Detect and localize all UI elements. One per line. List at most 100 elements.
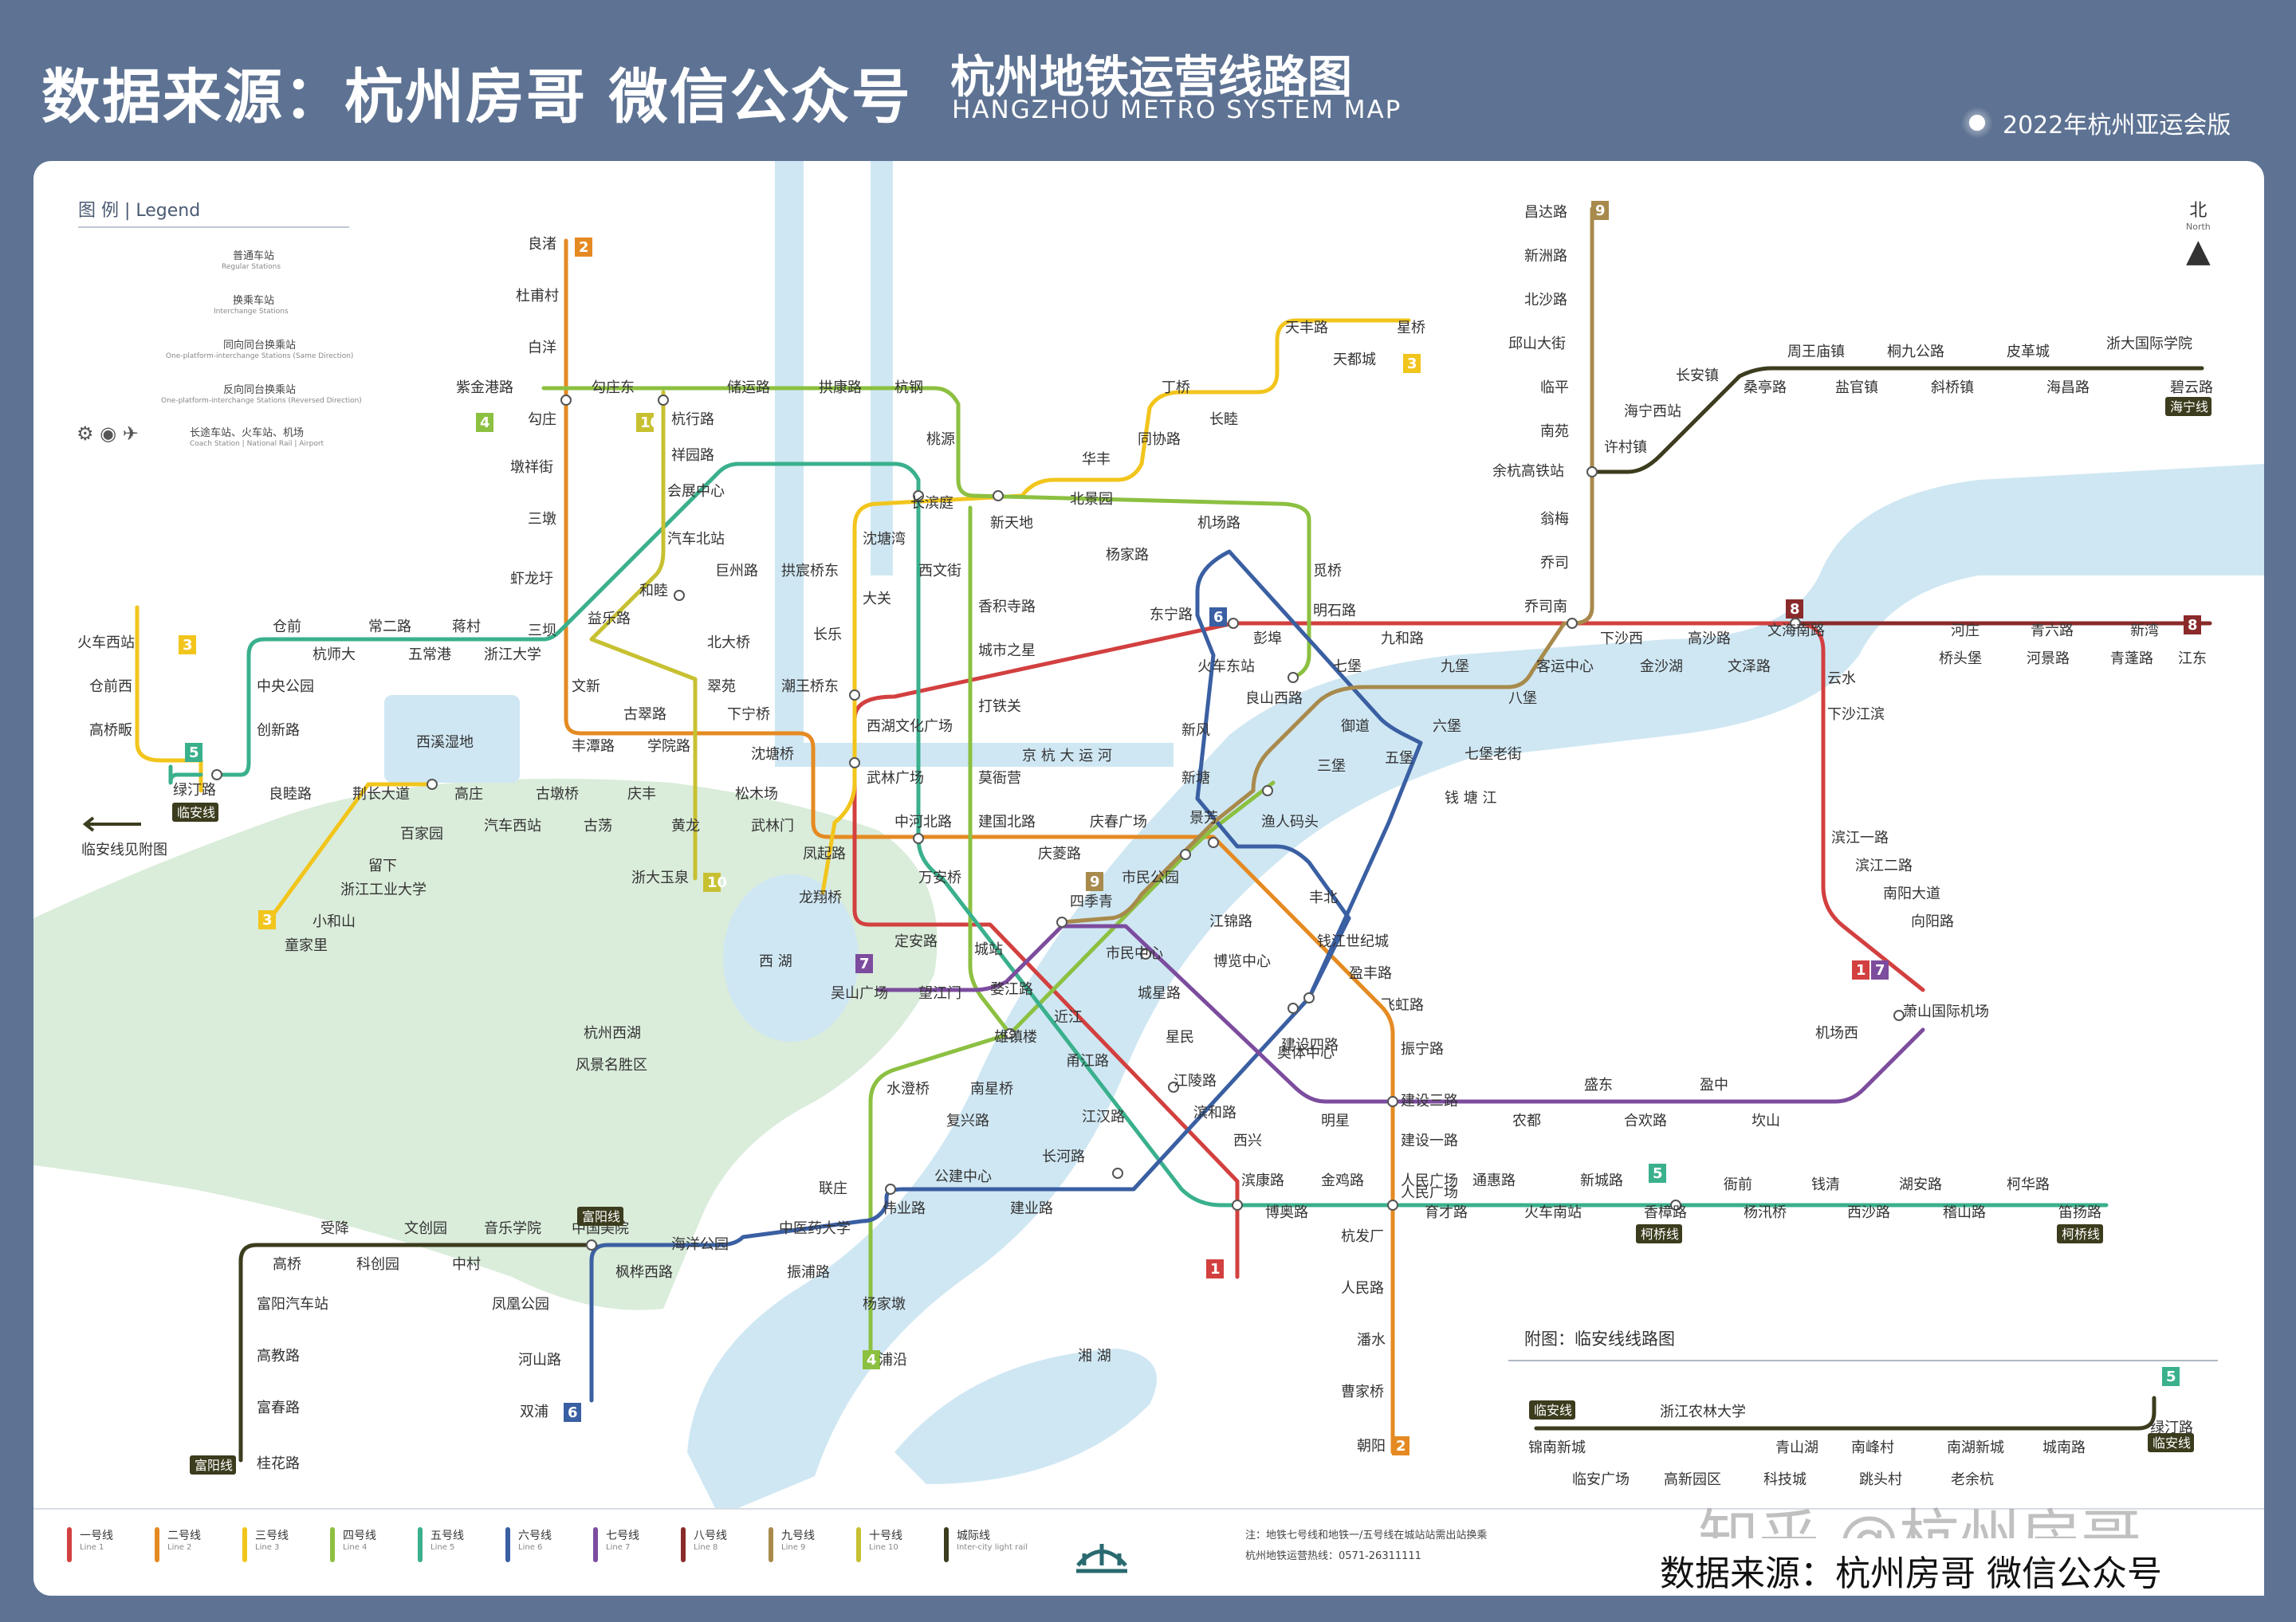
- xianghu-lake: [894, 1349, 1157, 1484]
- station-label: 稽山路: [1943, 1204, 1986, 1221]
- station-label: 浙大玉泉: [631, 870, 689, 886]
- station-label: 长安镇: [1676, 367, 1719, 384]
- station-label: 江锦路: [1209, 913, 1252, 930]
- station-label: 乔司: [1540, 555, 1569, 571]
- station-label: 客运中心: [1536, 658, 1594, 675]
- station-label: 高庄: [454, 786, 483, 803]
- legend-title: 图 例 | Legend: [78, 201, 201, 221]
- line-10: [589, 390, 698, 881]
- station-label: 建业路: [1010, 1200, 1053, 1217]
- line-2: [564, 238, 1395, 1455]
- station-label: 九和路: [1381, 630, 1424, 647]
- station-label: 桃源: [926, 431, 955, 448]
- station-label: 科创园: [356, 1256, 399, 1273]
- station-label: 杨汛桥: [1744, 1204, 1787, 1221]
- station-label: 八堡: [1508, 690, 1537, 707]
- station-label: 青蓬路: [2110, 650, 2153, 667]
- station-label: 三堡: [1317, 758, 1346, 775]
- station-label: 坎山: [1751, 1113, 1780, 1129]
- station-label: 长河路: [1042, 1149, 1085, 1165]
- svg-text:2: 2: [1396, 1438, 1406, 1455]
- linan-note: 临安线见附图: [81, 842, 167, 858]
- station-label: 河山路: [518, 1352, 561, 1369]
- station-label: 拱康路: [819, 379, 862, 396]
- station-label: 墩祥街: [510, 459, 553, 476]
- line-7: [876, 924, 1925, 1104]
- station-label: 潮王桥东: [781, 678, 839, 695]
- station-label: 文海南路: [1767, 622, 1825, 639]
- station-label: 虾龙圩: [510, 571, 553, 587]
- station-label: 江汉路: [1082, 1109, 1125, 1125]
- area-xihu: 西 湖: [759, 953, 792, 970]
- station-label: 五常港: [408, 646, 451, 663]
- station-label: 钱江世纪城: [1317, 933, 1389, 950]
- station-label: 科技城: [1763, 1471, 1807, 1488]
- station-label: 河庄: [1951, 622, 1980, 639]
- station-label: 御道: [1341, 718, 1370, 735]
- legend-regular: 普通车站: [233, 250, 275, 262]
- station-label: 杭师大: [313, 646, 356, 663]
- station-label: 人民路: [1341, 1280, 1384, 1297]
- station-label: 斜桥镇: [1931, 379, 1974, 396]
- station-label: 九堡: [1441, 658, 1469, 675]
- legend-reverse-dir-en: One-platform-interchange Stations (Rever…: [161, 397, 362, 405]
- line-name-tags: 临安线 富阳线 富阳线 海宁线 柯桥线 柯桥线 临安线 临安线: [172, 397, 2211, 1475]
- station-label: 朝阳: [1357, 1438, 1386, 1455]
- station-label: 昌达路: [1524, 204, 1567, 221]
- source-title: 数据来源：杭州房哥 微信公众号: [41, 63, 912, 132]
- station-label: 联庄: [819, 1180, 847, 1197]
- station-label: 金沙湖: [1640, 658, 1683, 675]
- legend-regular-en: Regular Stations: [222, 263, 281, 271]
- station-label: 高桥: [273, 1256, 301, 1273]
- station-label: 皮革城: [2007, 344, 2050, 360]
- station-label: 庆春广场: [1090, 814, 1147, 831]
- station-label: 新洲路: [1524, 248, 1567, 265]
- station-label: 城南路: [2042, 1439, 2086, 1456]
- station-label: 七堡老街: [1464, 746, 1522, 763]
- station-label: 四季青: [1070, 893, 1113, 910]
- station-label: 汽车西站: [484, 818, 541, 835]
- station-label: 衙前: [1724, 1176, 1752, 1193]
- station-label: 新湾: [2130, 622, 2159, 639]
- legend-interchange-en: Interchange Stations: [214, 308, 289, 316]
- station-label: 凤起路: [803, 846, 846, 862]
- station-label: 博奥路: [1265, 1204, 1308, 1221]
- svg-text:8: 8: [2188, 617, 2198, 634]
- station-label: 飞虹路: [1381, 997, 1424, 1014]
- station-label: 新塘: [1181, 770, 1210, 787]
- station-label: 雄镇楼: [994, 1029, 1037, 1046]
- station-dots: [211, 395, 1905, 1251]
- station-label: 丰潭路: [572, 738, 615, 755]
- station-label: 荆长大道: [352, 786, 410, 803]
- station-label: 常二路: [368, 619, 411, 635]
- svg-text:柯桥线: 柯桥线: [2062, 1227, 2100, 1242]
- station-label: 新天地: [990, 515, 1033, 532]
- station-label: 婺江路: [990, 981, 1033, 998]
- station-label: 建设三路: [1401, 1093, 1458, 1109]
- station-label: 音乐学院: [484, 1220, 541, 1237]
- station-label: 火车南站: [1524, 1204, 1582, 1221]
- canal-water-2: [871, 161, 893, 575]
- station-label: 柯华路: [2007, 1176, 2050, 1193]
- station-label: 余杭高铁站: [1492, 463, 1564, 480]
- station-label: 丰北: [1309, 890, 1338, 906]
- station-label: 星桥: [1397, 320, 1425, 336]
- station-label: 公建中心: [934, 1168, 992, 1185]
- station-label: 南星桥: [970, 1081, 1013, 1098]
- station-label: 打铁关: [978, 698, 1021, 715]
- svg-text:6: 6: [568, 1404, 578, 1421]
- station-label: 南峰村: [1851, 1439, 1894, 1456]
- station-label: 新风: [1181, 722, 1210, 739]
- svg-text:3: 3: [262, 912, 273, 929]
- station-label: 农都: [1512, 1113, 1541, 1129]
- station-label: 通惠路: [1472, 1172, 1516, 1189]
- station-label: 海昌路: [2046, 379, 2090, 396]
- station-label: 城站: [974, 941, 1003, 958]
- station-label: 良渚: [528, 236, 556, 253]
- station-label: 人民广场: [1401, 1172, 1458, 1189]
